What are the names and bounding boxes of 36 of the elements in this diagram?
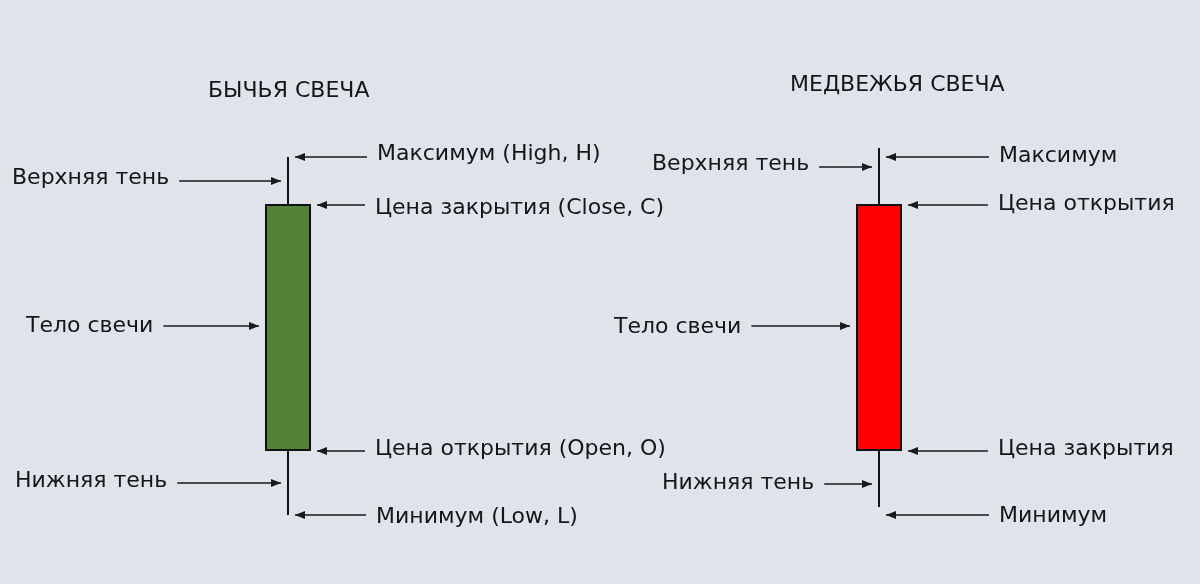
arrow: [294, 511, 367, 519]
arrow: [316, 201, 366, 209]
callout-label: Максимум: [999, 142, 1118, 168]
arrow: [907, 447, 989, 455]
callout-label: Верхняя тень: [12, 164, 170, 190]
candle-body: [856, 204, 902, 451]
candle-wick: [287, 157, 289, 204]
callout-label: Минимум (Low, L): [376, 503, 578, 529]
candle-title: МЕДВЕЖЬЯ СВЕЧА: [790, 71, 1005, 97]
callout-label: Тело свечи: [614, 313, 742, 339]
callout-label: Нижняя тень: [15, 467, 168, 493]
arrow: [885, 153, 990, 161]
callout-label: Тело свечи: [26, 312, 154, 338]
callout-label: Максимум (High, H): [377, 140, 601, 166]
candle-title: БЫЧЬЯ СВЕЧА: [208, 77, 370, 103]
arrow: [178, 177, 282, 185]
callout-label: Цена закрытия (Close, C): [375, 194, 665, 220]
candle-wick: [878, 451, 880, 507]
callout-label: Цена закрытия: [998, 435, 1174, 461]
arrow: [750, 322, 851, 330]
callout-label: Минимум: [999, 502, 1108, 528]
candle-wick: [878, 148, 880, 204]
arrow: [823, 480, 873, 488]
arrow: [162, 322, 260, 330]
arrow: [885, 511, 990, 519]
arrow: [294, 153, 368, 161]
arrow: [176, 479, 282, 487]
callout-label: Верхняя тень: [652, 150, 810, 176]
callout-label: Нижняя тень: [662, 469, 815, 495]
candle-body: [265, 204, 311, 451]
arrow: [818, 163, 873, 171]
callout-label: Цена открытия (Open, O): [375, 435, 666, 461]
arrow: [907, 201, 989, 209]
arrow: [316, 447, 366, 455]
callout-label: Цена открытия: [998, 190, 1175, 216]
candle-wick: [287, 451, 289, 515]
